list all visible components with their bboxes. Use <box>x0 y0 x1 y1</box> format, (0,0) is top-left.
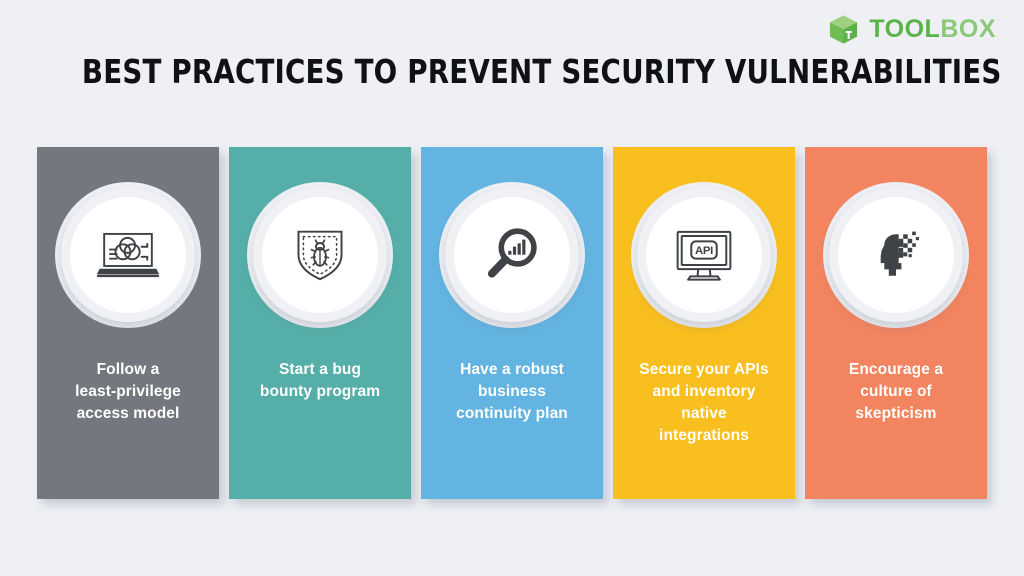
practice-card-secure-apis[interactable]: API Secure your APIs and inventory nativ… <box>613 147 795 499</box>
card-label: Have a robust business continuity plan <box>456 361 568 422</box>
card-label: Secure your APIs and inventory native in… <box>639 361 769 444</box>
practice-card-continuity-plan[interactable]: Have a robust business continuity plan <box>421 147 603 499</box>
shield-bug-icon <box>294 227 346 283</box>
magnifier-bar-chart-icon <box>484 227 540 283</box>
monitor-api-icon: API <box>674 229 734 282</box>
brand-wordmark-bold: TOOL <box>869 15 941 43</box>
icon-disc <box>838 197 954 313</box>
practice-card-bug-bounty[interactable]: Start a bug bounty program <box>229 147 411 499</box>
best-practices-card-row: Follow a least-privilege access model <box>37 147 987 499</box>
icon-disc <box>70 197 186 313</box>
card-label: Encourage a culture of skepticism <box>848 361 944 422</box>
icon-disc: API <box>646 197 762 313</box>
pixelated-head-icon <box>869 227 923 283</box>
icon-disc <box>454 197 570 313</box>
svg-text:API: API <box>695 245 713 257</box>
icon-disc <box>262 197 378 313</box>
cube-icon <box>827 13 860 46</box>
practice-card-least-privilege[interactable]: Follow a least-privilege access model <box>37 147 219 499</box>
page-title: BEST PRACTICES TO PREVENT SECURITY VULNE… <box>81 52 1002 91</box>
card-label: Start a bug bounty program <box>259 361 381 400</box>
card-label: Follow a least-privilege access model <box>75 361 181 422</box>
practice-card-culture-of-skepticism[interactable]: Encourage a culture of skepticism <box>805 147 987 499</box>
laptop-venn-diagram-icon <box>95 229 161 281</box>
brand-logo: TOOLBOX <box>827 13 996 46</box>
brand-wordmark: TOOLBOX <box>869 17 996 42</box>
brand-wordmark-light: BOX <box>940 15 996 43</box>
